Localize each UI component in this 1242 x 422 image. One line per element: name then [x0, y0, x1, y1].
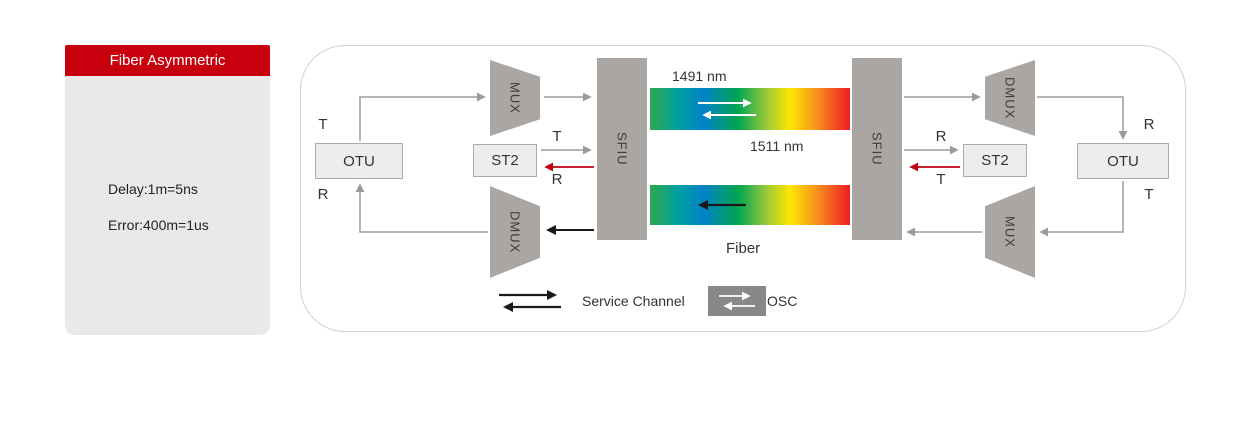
st2-right-box: ST2 [963, 144, 1027, 177]
service-left-arrow-icon [698, 200, 746, 210]
otu-left-r-label: R [317, 186, 329, 203]
dmux-right-label: DMUX [1002, 76, 1018, 120]
otu-right-r-label: R [1143, 116, 1155, 133]
info-card-title: Fiber Asymmetric [65, 45, 270, 76]
st2-left-r-label: R [551, 171, 563, 188]
fiber-label: Fiber [726, 240, 761, 257]
info-card: Fiber Asymmetric Delay:1m=5ns Error:400m… [65, 45, 270, 335]
osc-arrows-icon [719, 291, 755, 311]
delay-text: Delay:1m=5ns [108, 181, 198, 197]
info-card-body: Delay:1m=5ns Error:400m=1us [65, 76, 270, 335]
mux-right-label: MUX [1002, 216, 1018, 248]
st2-left-box: ST2 [473, 144, 537, 177]
sfiu-left-block: SFIU [597, 58, 647, 240]
service-channel-label: Service Channel [582, 293, 685, 309]
sfiu-right-block: SFIU [852, 58, 902, 240]
fiber-top-bar [650, 88, 850, 130]
mux-left-label: MUX [507, 82, 523, 114]
st2-left-t-label: T [552, 128, 562, 145]
service-channel-arrows-icon [499, 290, 561, 312]
otu-left-t-label: T [318, 116, 328, 133]
fiber-bottom-bar [650, 185, 850, 225]
sfiu-right-label: SFIU [869, 132, 885, 166]
osc-label: OSC [767, 293, 798, 309]
wavelength-1491-label: 1491 nm [672, 68, 727, 84]
dmux-left-label: DMUX [507, 210, 523, 254]
osc-bidirectional-arrows-icon [698, 98, 756, 120]
st2-right-r-label: R [935, 128, 947, 145]
st2-right-t-label: T [936, 171, 946, 188]
otu-right-box: OTU [1077, 143, 1169, 179]
osc-icon [708, 286, 766, 316]
otu-right-t-label: T [1144, 186, 1154, 203]
wavelength-1511-label: 1511 nm [750, 138, 804, 154]
otu-left-box: OTU [315, 143, 403, 179]
sfiu-left-label: SFIU [614, 132, 630, 166]
error-text: Error:400m=1us [108, 217, 209, 233]
